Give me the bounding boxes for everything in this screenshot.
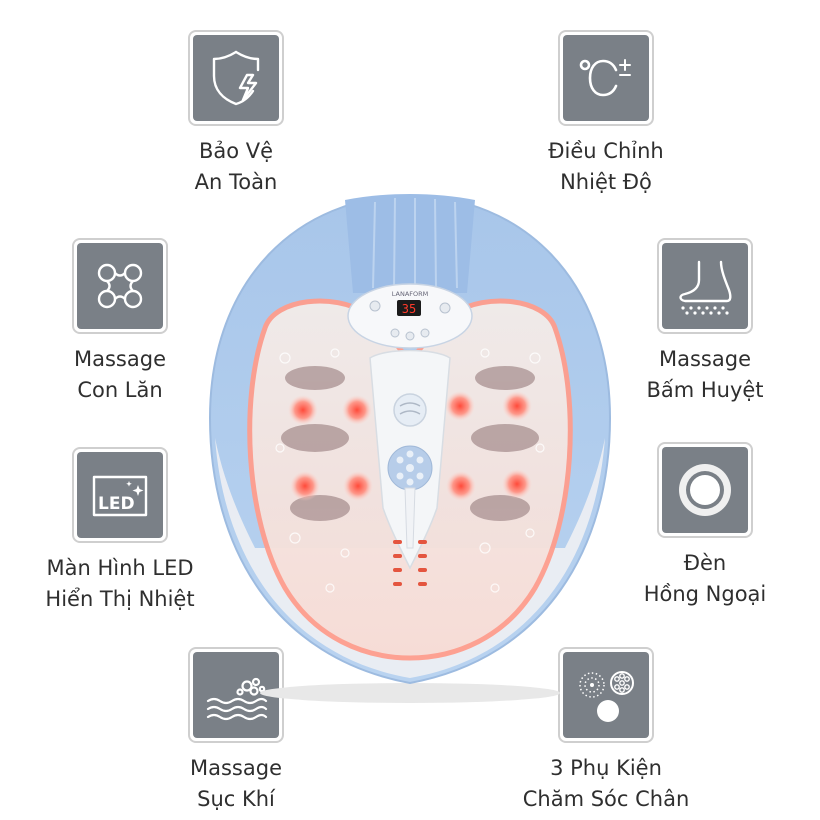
- feature-led-display: LED Màn Hình LED Hiển Thị Nhiệt: [10, 447, 230, 615]
- feature-label: Massage Bấm Huyệt: [646, 347, 764, 402]
- foot-spa-illustration: LANAFORM 35: [208, 194, 612, 703]
- rollers-icon: [97, 263, 143, 309]
- feature-infrared-light: Đèn Hồng Ngoại: [595, 442, 815, 610]
- feature-tile: [657, 238, 753, 334]
- shield-bolt-icon: [212, 50, 260, 106]
- feature-acupressure-massage: Massage Bấm Huyệt: [595, 238, 815, 406]
- feature-tile: [72, 238, 168, 334]
- feature-tile: [558, 30, 654, 126]
- feature-roller-massage: Massage Con Lăn: [10, 238, 230, 406]
- feature-label: Massage Con Lăn: [74, 347, 166, 402]
- accessories-icon: [579, 671, 634, 722]
- feature-bubble-massage: Massage Sục Khí: [126, 647, 346, 815]
- feature-care-accessories: 3 Phụ Kiện Chăm Sóc Chân: [496, 647, 716, 815]
- feature-temperature-adjust: Điều Chỉnh Nhiệt Độ: [496, 30, 716, 198]
- svg-text:35: 35: [402, 302, 416, 316]
- svg-text:LANAFORM: LANAFORM: [392, 290, 429, 298]
- feature-label: Đèn Hồng Ngoại: [643, 551, 767, 606]
- feature-tile: [657, 442, 753, 538]
- led-screen-icon: LED: [92, 475, 148, 517]
- foot-acupressure-icon: [679, 260, 732, 315]
- feature-label: Bảo Vệ An Toàn: [194, 139, 278, 194]
- feature-tile: [188, 30, 284, 126]
- feature-label: Màn Hình LED Hiển Thị Nhiệt: [45, 556, 195, 611]
- bubbles-waves-icon: [206, 677, 268, 721]
- feature-safety-protection: Bảo Vệ An Toàn: [126, 30, 346, 198]
- feature-label: Massage Sục Khí: [190, 756, 282, 811]
- celsius-plus-minus-icon: [579, 59, 631, 97]
- svg-text:LED: LED: [98, 494, 135, 514]
- infrared-ring-icon: [679, 464, 731, 516]
- feature-label: Điều Chỉnh Nhiệt Độ: [548, 139, 664, 194]
- foot-spa-image: LANAFORM 35: [205, 188, 615, 708]
- feature-tile: [188, 647, 284, 743]
- feature-tile: LED: [72, 447, 168, 543]
- feature-label: 3 Phụ Kiện Chăm Sóc Chân: [522, 756, 690, 811]
- feature-tile: [558, 647, 654, 743]
